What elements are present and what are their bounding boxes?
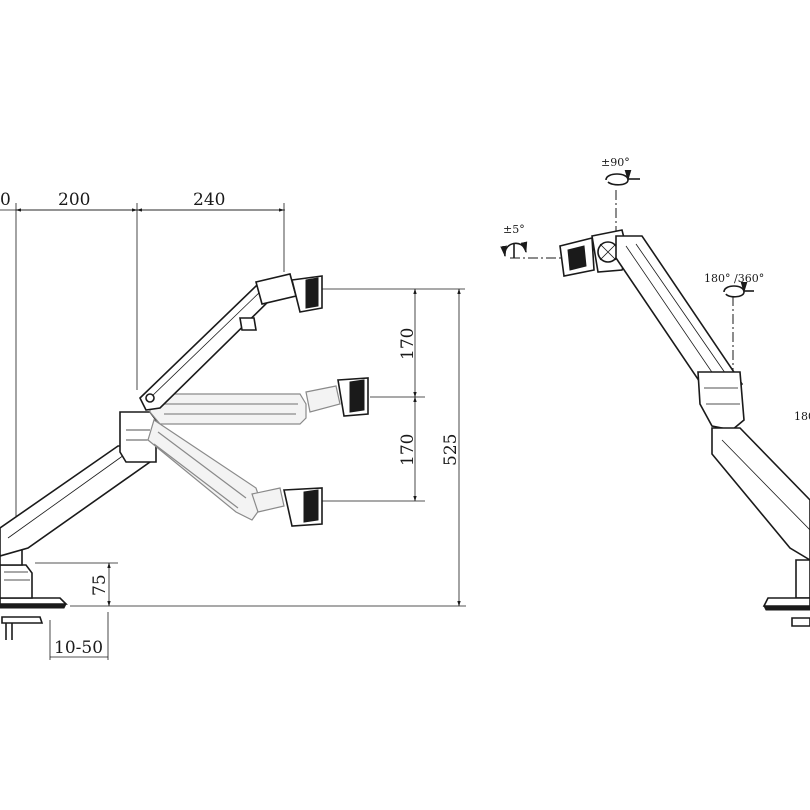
angle-label-360: 180° /360°: [704, 272, 764, 285]
base-plate-shadow: [0, 603, 67, 609]
tilt-head-upper: [255, 273, 297, 305]
lower-arm-rotation-view: [711, 427, 810, 561]
elbow-detail: [126, 429, 150, 441]
upper-arm-raised: [139, 273, 297, 411]
clamp-screw: [5, 623, 13, 640]
desk-clamp-rotation: [762, 559, 810, 627]
upper-arm-rotation-view: [615, 235, 745, 431]
dim-label-170-lower: 170: [398, 434, 418, 466]
rotation-arrow-360-icon: [723, 281, 754, 298]
alternate-arm-positions: [147, 385, 341, 521]
elbow-rotation-detail: [704, 387, 740, 405]
clamp-lower-plate: [1, 616, 44, 624]
tilt-knuckle-detail: [599, 243, 617, 261]
dim-label-170-upper: 170: [398, 328, 418, 360]
tilt-head-lower: [251, 487, 285, 513]
base-plate-rotation-shadow: [763, 605, 810, 611]
clamp-rotation: [791, 617, 810, 627]
base-column-detail: [4, 571, 30, 581]
rotation-arrow-5-icon: [500, 241, 528, 258]
arm-lowered-position: [147, 419, 263, 521]
dimension-lines: [0, 203, 466, 660]
vesa-plates: [283, 275, 369, 527]
gas-spring-cap: [239, 317, 257, 331]
rotation-arrow-90-icon: [605, 169, 640, 186]
dim-label-10-50: 10-50: [54, 638, 103, 658]
dim-label-240: 240: [193, 190, 225, 210]
base-plate-rotation: [762, 597, 810, 607]
rotation-view: ±90° ±5° 180° /360° 180: [500, 156, 810, 627]
vesa-plate-rotation-fill: [567, 245, 587, 271]
angle-label-180-partial: 180: [794, 410, 810, 423]
elbow-joint-rotation: [697, 371, 745, 431]
tilt-head-middle: [305, 385, 341, 413]
lower-arm-edge: [7, 454, 125, 539]
base-column: [0, 564, 33, 599]
dim-label-partial-left: 0: [0, 190, 11, 210]
pole-rotation: [795, 559, 810, 599]
vesa-plate-middle-fill: [349, 379, 365, 413]
lower-arm: [0, 411, 157, 566]
upper-arm-rotation-edges: [625, 243, 731, 385]
arm-horizontal-detail: [160, 403, 298, 415]
lower-arm-rotation-edge: [721, 439, 810, 531]
base-plate: [0, 597, 68, 605]
shoulder-pivot: [145, 393, 155, 403]
angle-label-90: ±90°: [601, 156, 630, 169]
vesa-plate-lower-fill: [303, 489, 319, 523]
dim-label-75: 75: [90, 574, 110, 596]
arm-horizontal-position: [149, 393, 307, 425]
vesa-plate-top-fill: [305, 277, 319, 309]
upper-arm-body: [139, 281, 277, 411]
angle-label-5: ±5°: [503, 223, 525, 236]
upper-arm-edge: [149, 289, 263, 399]
side-view: 0 200 240 170 170 525 75 10-50: [0, 190, 466, 660]
arm-lowered-detail: [153, 431, 247, 509]
desk-clamp-base: [0, 564, 68, 640]
lower-arm-rotation-body: [711, 427, 810, 561]
dim-label-525: 525: [441, 434, 461, 466]
dim-label-200: 200: [58, 190, 90, 210]
